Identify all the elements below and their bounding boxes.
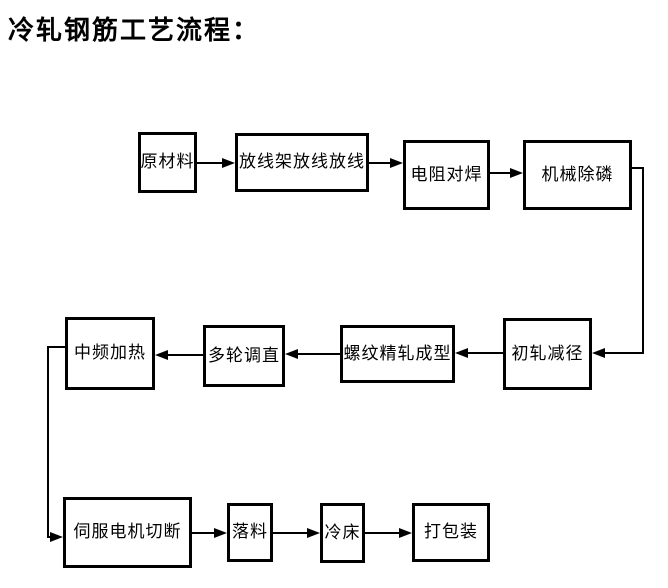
edge-coolingbed-to-packing-line bbox=[365, 532, 402, 534]
flow-node-packing: 打包装 bbox=[412, 503, 490, 562]
arrowhead-right-icon bbox=[307, 528, 320, 538]
arrowhead-right-icon bbox=[214, 528, 227, 538]
edge-rolling-to-thread-line bbox=[466, 352, 503, 354]
flow-node-blanking: 落料 bbox=[227, 503, 273, 562]
edge-thread-to-straighten-line bbox=[297, 353, 340, 355]
arrowhead-left-icon bbox=[155, 350, 168, 360]
flow-node-resistance-butt-welding: 电阻对焊 bbox=[403, 140, 490, 210]
flow-node-multi-wheel-straightening: 多轮调直 bbox=[203, 325, 285, 387]
edge-raw-to-payoff-line bbox=[197, 162, 225, 164]
arrowhead-left-icon bbox=[285, 349, 298, 359]
flow-node-payoff-stand: 放线架放线放线 bbox=[235, 133, 369, 192]
edge-cutting-to-blanking-line bbox=[192, 532, 217, 534]
arrowhead-right-icon bbox=[510, 168, 523, 178]
flow-node-raw-material: 原材料 bbox=[138, 132, 197, 193]
edge-straighten-to-heating-line bbox=[166, 354, 203, 356]
edge-payoff-to-welding-line bbox=[369, 162, 393, 164]
flow-node-mechanical-descaling: 机械除磷 bbox=[523, 140, 632, 210]
edge-descaling-to-rolling-seg3 bbox=[604, 352, 644, 354]
flow-node-servo-motor-cutting: 伺服电机切断 bbox=[63, 497, 192, 568]
flow-node-medium-frequency-heating: 中频加热 bbox=[65, 317, 155, 390]
arrowhead-right-icon bbox=[222, 158, 235, 168]
page-title: 冷轧钢筋工艺流程： bbox=[8, 15, 261, 45]
flow-node-thread-precision-rolling: 螺纹精轧成型 bbox=[340, 325, 455, 383]
arrowhead-right-icon bbox=[399, 528, 412, 538]
edge-heating-to-cutting-seg1 bbox=[47, 346, 65, 348]
flow-node-cooling-bed: 冷床 bbox=[320, 503, 365, 563]
arrowhead-right-icon bbox=[390, 158, 403, 168]
edge-blanking-to-coolingbed-line bbox=[273, 532, 310, 534]
edge-welding-to-descaling-line bbox=[490, 172, 513, 174]
edge-heating-to-cutting-seg2 bbox=[47, 346, 49, 538]
flow-node-initial-rolling-reduction: 初轧减径 bbox=[503, 318, 592, 390]
edge-descaling-to-rolling-seg2 bbox=[642, 167, 644, 354]
arrowhead-left-icon bbox=[455, 348, 468, 358]
edge-descaling-to-rolling-seg1 bbox=[632, 167, 644, 169]
arrowhead-right-icon bbox=[50, 532, 63, 542]
arrowhead-left-icon bbox=[592, 348, 605, 358]
